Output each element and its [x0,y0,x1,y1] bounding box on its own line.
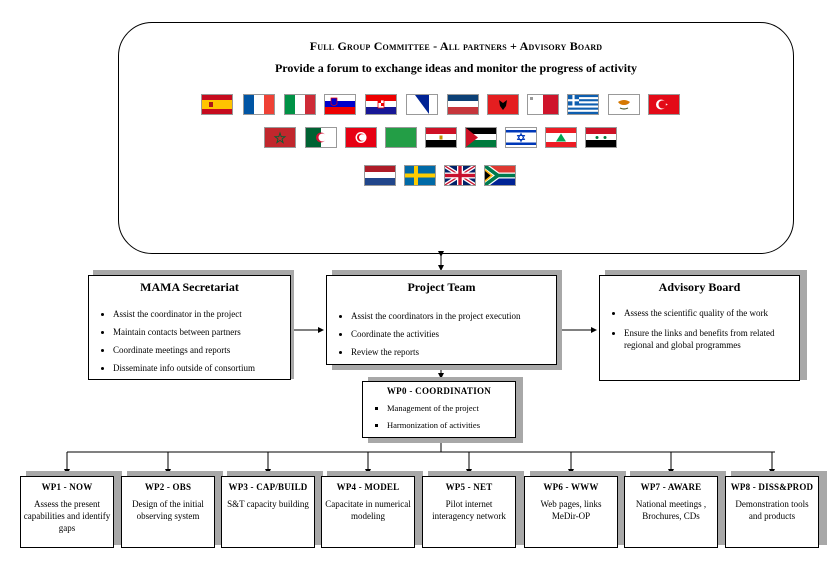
turkey-flag [648,94,680,115]
secretariat-title: MAMA Secretariat [140,280,239,294]
list-item: Coordinate meetings and reports [113,341,290,359]
wp-box-1: WP1 - NOW Assess the present capabilities… [20,476,114,548]
malta-flag [527,94,559,115]
wp-box-8: WP8 - DISS&PROD Demonstration tools and p… [725,476,819,548]
secretariat-list: Assist the coordinator in the project Ma… [89,305,290,377]
wp-box-3: WP3 - CAP/BUILD S&T capacity building [221,476,315,548]
list-item: Maintain contacts between partners [113,323,290,341]
wp-box-7: WP7 - AWARE National meetings , Brochures… [624,476,718,548]
list-item: Assist the coordinators in the project e… [351,307,556,325]
wp-desc: Web pages, links MeDir-OP [540,499,602,521]
wp-desc: Assess the present capabilities and iden… [23,499,111,533]
list-item: Harmonization of activities [387,417,515,434]
wp-box-4: WP4 - MODEL Capacitate in numerical model… [321,476,415,548]
advisory-title: Advisory Board [658,280,741,294]
italy-flag [284,94,316,115]
project-team-title: Project Team [407,280,476,294]
wp-title: WP7 - AWARE [640,482,702,492]
egypt-flag [425,127,457,148]
netherlands-flag [364,165,396,186]
slovenia-flag [324,94,356,115]
palestine-flag [465,127,497,148]
wp0-box: WP0 - COORDINATION Management of the pro… [362,381,516,438]
croatia-flag [365,94,397,115]
france-flag [243,94,275,115]
wp-box-6: WP6 - WWW Web pages, links MeDir-OP [524,476,618,548]
south-africa-flag [484,165,516,186]
israel-flag [505,127,537,148]
wp0-list: Management of the project Harmonization … [363,400,515,434]
wp-desc: Capacitate in numerical modeling [325,499,411,521]
wp-desc: Demonstration tools and products [735,499,809,521]
albania-flag [487,94,519,115]
wp-box-5: WP5 - NET Pilot internet interagency netw… [422,476,516,548]
cyprus-flag [608,94,640,115]
lebanon-flag [545,127,577,148]
wp-title: WP8 - DISS&PROD [730,482,814,492]
wp-desc: Design of the initial observing system [132,499,204,521]
sweden-flag [404,165,436,186]
advisory-list: Assess the scientific quality of the wor… [600,307,799,351]
committee-subtitle: Provide a forum to exchange ideas and mo… [274,61,638,75]
wp-desc: National meetings , Brochures, CDs [635,499,707,521]
list-item: Review the reports [351,343,556,361]
project-team-box: Project Team Assist the coordinators in … [326,275,557,365]
morocco-flag [264,127,296,148]
list-item: Coordinate the activities [351,325,556,343]
committee-title: Full Group Committee - All partners + Ad… [309,39,603,53]
uk-flag [444,165,476,186]
list-item: Ensure the links and benefits from relat… [624,327,799,351]
wp-drop-lines [64,452,775,475]
bosnia-flag [406,94,438,115]
wp-title: WP1 - NOW [41,482,93,492]
wp-desc: Pilot internet interagency network [432,499,506,521]
wp-title: WP6 - WWW [543,482,599,492]
wp-desc: S&T capacity building [227,499,309,509]
syria-flag [585,127,617,148]
wp0-title: WP0 - COORDINATION [386,386,492,396]
list-item: Management of the project [387,400,515,417]
spain-flag [201,94,233,115]
serbia-montenegro-flag [447,94,479,115]
wp-title: WP2 - OBS [144,482,192,492]
tunisia-flag [345,127,377,148]
wp-title: WP5 - NET [445,482,493,492]
libya-flag [385,127,417,148]
algeria-flag [305,127,337,148]
list-item: Assess the scientific quality of the wor… [624,307,799,319]
list-item: Assist the coordinator in the project [113,305,290,323]
project-team-list: Assist the coordinators in the project e… [327,307,556,361]
list-item: Disseminate info outside of consortium [113,359,290,377]
advisory-box: Advisory Board Assess the scientific qua… [599,275,800,381]
wp-box-2: WP2 - OBS Design of the initial observing… [121,476,215,548]
greece-flag [567,94,599,115]
wp-title: WP4 - MODEL [336,482,400,492]
wp-title: WP3 - CAP/BUILD [228,482,308,492]
secretariat-box: MAMA Secretariat Assist the coordinator … [88,275,291,380]
